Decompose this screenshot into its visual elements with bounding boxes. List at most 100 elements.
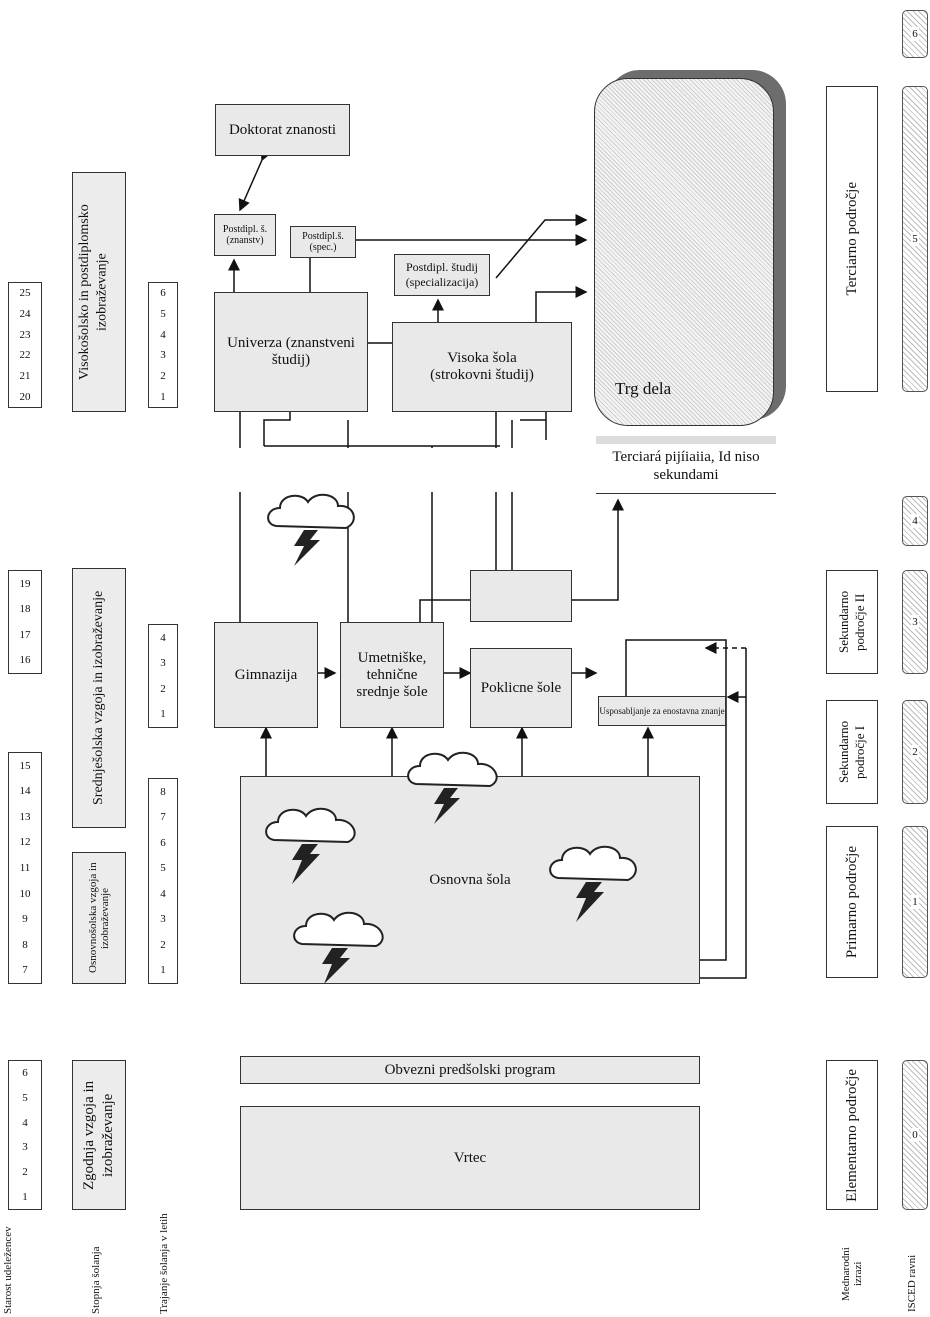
storm-cloud-icon bbox=[549, 845, 637, 922]
isced-5: 5 bbox=[902, 86, 928, 392]
age-column-basic: 15 14 13 12 11 10 9 8 7 bbox=[8, 752, 42, 984]
age-label: 25 bbox=[19, 287, 31, 300]
intl-label: Primarno področje bbox=[843, 845, 860, 959]
intl-sekundarno2: Sekundarno področje II bbox=[826, 570, 878, 674]
doktorat-box: Doktorat znanosti bbox=[215, 104, 350, 156]
age-label: 4 bbox=[22, 1116, 28, 1129]
age-label: 15 bbox=[19, 759, 31, 772]
intl-label: Terciarno področje bbox=[843, 182, 860, 296]
intl-label: Elementarno področje bbox=[843, 1068, 860, 1202]
duration-label: 8 bbox=[160, 785, 166, 798]
age-label: 16 bbox=[19, 654, 31, 667]
duration-column-tertiary: 6 5 4 3 2 1 bbox=[148, 282, 178, 408]
duration-label: 5 bbox=[160, 862, 166, 875]
age-label: 6 bbox=[22, 1067, 28, 1080]
age-label: 19 bbox=[19, 577, 31, 590]
isced-4: 4 bbox=[902, 496, 928, 546]
box-label: Doktorat znanosti bbox=[228, 121, 337, 138]
isced-2: 2 bbox=[902, 700, 928, 804]
duration-label: 1 bbox=[160, 708, 166, 721]
duration-column-secondary: 4 3 2 1 bbox=[148, 624, 178, 728]
postdipl-znanstv-box: Postdipl. š. (znanstv) bbox=[214, 214, 276, 256]
box-label: Poklicne šole bbox=[480, 679, 562, 696]
storm-cloud-icon bbox=[267, 493, 355, 566]
intl-sekundarno1: Sekundarno področje I bbox=[826, 700, 878, 804]
postdipl-spec-box: Postdipl. študij (specializacija) bbox=[394, 254, 490, 296]
level-secondary: Srednješolska vzgoja in izobraževanje bbox=[72, 568, 126, 828]
level-label: Srednješolska vzgoja in izobraževanje bbox=[91, 590, 107, 806]
age-label: 3 bbox=[22, 1141, 28, 1154]
intl-terciarno: Terciarno področje bbox=[826, 86, 878, 392]
duration-label: 5 bbox=[160, 307, 166, 320]
box-label: Postdipl. š. (znanstv) bbox=[222, 224, 268, 246]
duration-label: 6 bbox=[160, 287, 166, 300]
gap-band bbox=[200, 448, 600, 492]
box-label: Gimnazija bbox=[234, 666, 298, 683]
isced-label: 6 bbox=[911, 27, 919, 41]
visoka-sola-box: Visoka šola (strokovni študij) bbox=[392, 322, 572, 412]
box-label: Umetniške, tehnične srednje šole bbox=[356, 649, 428, 700]
isced-label: 0 bbox=[911, 1128, 919, 1142]
intl-label: Sekundarno področje II bbox=[836, 590, 867, 654]
footer-age: Starost udeležencev bbox=[2, 1226, 14, 1314]
age-label: 17 bbox=[19, 628, 31, 641]
footer-isced: ISCED ravni bbox=[906, 1254, 918, 1312]
isced-3: 3 bbox=[902, 570, 928, 674]
storm-cloud-icon bbox=[407, 751, 498, 824]
univerza-box: Univerza (znanstveni študij) bbox=[214, 292, 368, 412]
postdipl-spec-small-box: Postdipl.š. (spec.) bbox=[290, 226, 356, 258]
terciarna-box: Terciará pijíiaiia, Id niso sekundami bbox=[596, 436, 776, 494]
age-column-secondary: 19 18 17 16 bbox=[8, 570, 42, 674]
age-label: 9 bbox=[22, 913, 28, 926]
isced-label: 3 bbox=[911, 615, 919, 629]
storm-cloud-icon bbox=[265, 807, 356, 884]
age-label: 21 bbox=[19, 369, 31, 382]
age-label: 13 bbox=[19, 810, 31, 823]
age-label: 2 bbox=[22, 1165, 28, 1178]
isced-label: 5 bbox=[911, 232, 919, 246]
intl-primarno: Primarno področje bbox=[826, 826, 878, 978]
duration-label: 2 bbox=[160, 938, 166, 951]
duration-label: 2 bbox=[160, 369, 166, 382]
duration-label: 3 bbox=[160, 913, 166, 926]
gimnazija-box: Gimnazija bbox=[214, 622, 318, 728]
duration-label: 4 bbox=[160, 887, 166, 900]
duration-label: 4 bbox=[160, 328, 166, 341]
isced-6: 6 bbox=[902, 10, 928, 58]
duration-label: 3 bbox=[160, 349, 166, 362]
isced-1: 1 bbox=[902, 826, 928, 978]
duration-label: 4 bbox=[160, 631, 166, 644]
duration-column-basic: 8 7 6 5 4 3 2 1 bbox=[148, 778, 178, 984]
box-label: Usposabljanje za enostavna znanje bbox=[599, 705, 725, 716]
age-label: 14 bbox=[19, 785, 31, 798]
storm-cloud-icon bbox=[293, 911, 384, 984]
duration-label: 7 bbox=[160, 811, 166, 824]
level-label: Visokošolsko in postdiplomsko izobraževa… bbox=[77, 204, 110, 380]
box-label: Postdipl. študij (specializacija) bbox=[405, 260, 479, 289]
level-tertiary: Visokošolsko in postdiplomsko izobraževa… bbox=[72, 172, 126, 412]
level-preschool: Zgodnja vzgoja in izobraževanje bbox=[72, 1060, 126, 1210]
intl-elementarno: Elementarno področje bbox=[826, 1060, 878, 1210]
intl-label: Sekundarno področje I bbox=[836, 720, 867, 784]
trg-dela-box: Trg dela bbox=[594, 78, 774, 426]
box-label: Univerza (znanstveni študij) bbox=[227, 335, 355, 368]
duration-label: 3 bbox=[160, 657, 166, 670]
box-label: Obvezni predšolski program bbox=[384, 1061, 556, 1078]
duration-label: 1 bbox=[160, 964, 166, 977]
age-label: 1 bbox=[22, 1190, 28, 1203]
duration-label: 1 bbox=[160, 390, 166, 403]
isced-label: 2 bbox=[911, 745, 919, 759]
age-label: 23 bbox=[19, 328, 31, 341]
age-column-preschool: 6 5 4 3 2 1 bbox=[8, 1060, 42, 1210]
age-label: 18 bbox=[19, 603, 31, 616]
age-label: 20 bbox=[19, 390, 31, 403]
level-basic: Osnovnošolska vzgoja in izobraževanje bbox=[72, 852, 126, 984]
level-label: Osnovnošolska vzgoja in izobraževanje bbox=[87, 862, 111, 974]
footer-level: Stopnja šolanja bbox=[90, 1246, 102, 1314]
age-label: 5 bbox=[22, 1091, 28, 1104]
unlabeled-box bbox=[470, 570, 572, 622]
box-label: Osnovna šola bbox=[429, 871, 511, 888]
footer-duration: Trajanje šolanja v letih bbox=[158, 1213, 170, 1314]
box-label: Visoka šola (strokovni študij) bbox=[430, 350, 534, 383]
age-label: 8 bbox=[22, 938, 28, 951]
